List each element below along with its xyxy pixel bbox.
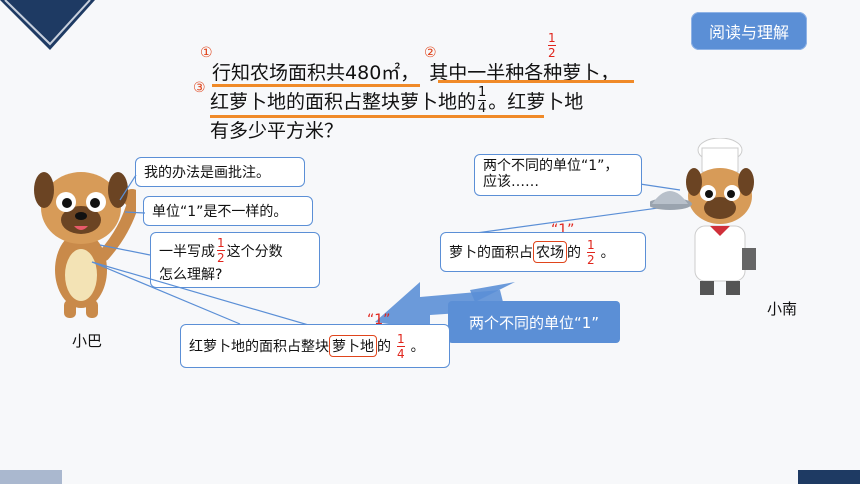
- xiaoba-name: 小巴: [72, 332, 103, 350]
- problem-line-1: 行知农场面积共480㎡，其中一半种各种萝卜，: [212, 62, 620, 84]
- reading-badge[interactable]: 阅读与理解: [691, 12, 807, 50]
- xiaonan-name: 小南: [767, 300, 798, 318]
- xiaoba-bubble-1: 我的办法是画批注。: [135, 157, 305, 187]
- problem-line-3: 有多少平方米？: [210, 120, 344, 142]
- footer-bar-left: [0, 470, 62, 484]
- underline-3: [210, 115, 544, 118]
- xiaonan-chef-illustration: [650, 138, 756, 295]
- xiaoba-dog-illustration: [34, 172, 136, 318]
- two-units-highlight: 两个不同的单位“1”: [448, 301, 620, 343]
- underline-1: [212, 84, 420, 87]
- corner-decoration: [0, 0, 95, 50]
- farm-highlight: 农场: [533, 241, 567, 263]
- underline-2: [438, 80, 634, 83]
- xiaoba-bubble-2: 单位“1”是不一样的。: [143, 196, 313, 226]
- marker-1: ①: [200, 45, 213, 61]
- footer-bar-right: [798, 470, 860, 484]
- marker-2: ②: [424, 45, 437, 61]
- radish-highlight: 萝卜地: [329, 335, 377, 357]
- xiaonan-bubble: 两个不同的单位“1”， 应该……: [474, 154, 642, 196]
- marker-3: ③: [193, 80, 206, 96]
